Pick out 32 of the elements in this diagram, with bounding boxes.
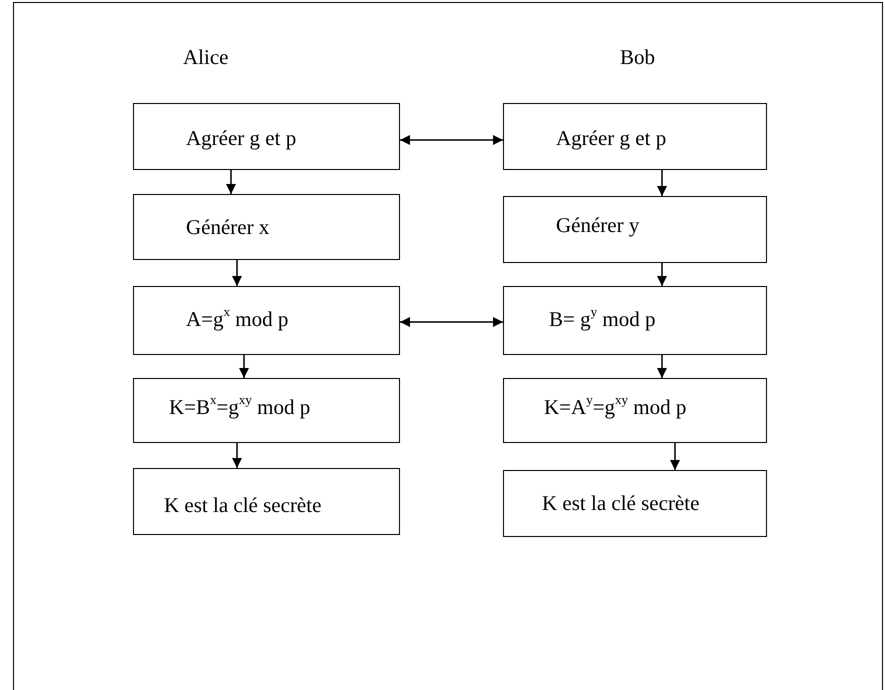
step-text: B= g$^{y}$ mod p — [549, 307, 656, 332]
process-box — [133, 194, 400, 260]
process-box — [503, 103, 767, 170]
step-text: Agréer g et p — [186, 126, 296, 151]
step-text: K=A$^{y}$=g$^{xy}$ mod p — [544, 395, 686, 420]
step-text: Générer y — [556, 213, 640, 238]
process-box — [133, 103, 400, 170]
arrow — [400, 317, 503, 327]
arrow — [670, 443, 680, 470]
arrow — [400, 135, 503, 145]
arrow — [657, 355, 667, 378]
step-text: K=B$^{x}$=g$^{xy}$ mod p — [169, 395, 310, 420]
process-box — [133, 286, 400, 355]
column-heading: Bob — [620, 45, 656, 70]
process-box — [503, 196, 767, 263]
process-box — [133, 378, 400, 443]
process-box — [503, 470, 767, 537]
arrow — [239, 355, 249, 378]
arrow — [232, 260, 242, 286]
step-text: K est la clé secrète — [542, 491, 700, 516]
arrow — [657, 170, 667, 196]
process-box — [503, 378, 767, 443]
process-box — [133, 468, 400, 535]
step-text: Générer x — [186, 215, 270, 240]
process-box — [503, 286, 767, 355]
arrow — [226, 170, 236, 194]
column-heading: Alice — [183, 45, 228, 70]
arrow — [657, 263, 667, 286]
arrow — [232, 443, 242, 468]
step-text: K est la clé secrète — [164, 493, 322, 518]
step-text: Agréer g et p — [556, 126, 666, 151]
step-text: A=g$^{x}$ mod p — [186, 307, 288, 332]
